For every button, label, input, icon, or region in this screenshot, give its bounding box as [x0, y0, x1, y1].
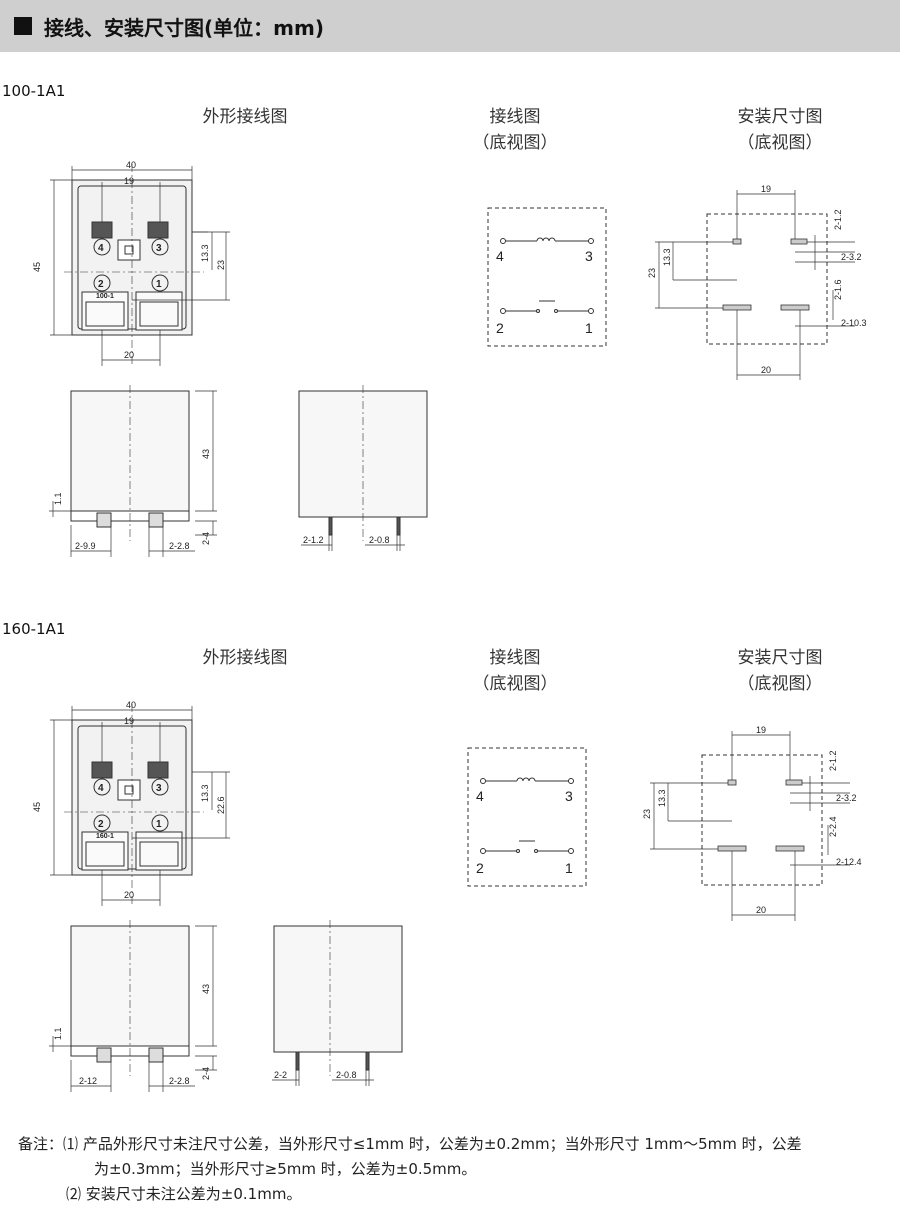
- mount-h-13-3: 13.3: [657, 789, 667, 807]
- model-label-160: 160-1A1: [2, 620, 66, 638]
- dim-13-3: 13.3: [200, 784, 210, 802]
- caption-mount-2: 安装尺寸图（底视图）: [737, 648, 823, 694]
- wiring-pin-2: 2: [476, 860, 484, 876]
- side-pin: 2-4: [201, 1067, 211, 1080]
- top-view-drawing-2: 40 19 45 13.3 22.6 20 160-1 4 3 2 1: [32, 700, 230, 906]
- mount-d4: 2-10.3: [841, 318, 867, 328]
- wiring-pin-1: 1: [565, 860, 573, 876]
- mount-span-bottom: 20: [756, 905, 766, 915]
- section-header: 接线、安装尺寸图(单位：mm): [0, 0, 900, 52]
- wiring-pin-4: 4: [496, 248, 504, 264]
- mount-d1: 2-1.2: [833, 209, 843, 230]
- mount-d4: 2-12.4: [836, 857, 862, 867]
- side-w2: 2-2.8: [169, 1076, 190, 1086]
- mount-h-13-3: 13.3: [662, 248, 672, 266]
- note-1: 备注：⑴ 产品外形尺寸未注尺寸公差，当外形尺寸≤1mm 时，公差为±0.2mm；…: [18, 1132, 898, 1157]
- side-w1: 2-12: [79, 1076, 97, 1086]
- terminal-4: 4: [98, 783, 104, 794]
- mount-diagram-2: 19 20 23 13.3 2-1.2 2-3.2 2-2.4 2-12.4: [642, 725, 862, 921]
- terminal-1: 1: [156, 279, 162, 290]
- note-2-line: 安装尺寸未注公差为±0.1mm。: [85, 1185, 302, 1203]
- dim-pin-span: 19: [124, 716, 134, 726]
- side-w4: 2-0.8: [369, 535, 390, 545]
- wiring-diagram-2: 4 3 2 1: [467, 747, 587, 887]
- dim-23: 23: [216, 260, 226, 270]
- dim-width: 40: [126, 700, 136, 710]
- side-view-front-1: 43 1.1 2-4 2-9.9 2-2.8: [49, 385, 217, 557]
- note-2-number: ⑵: [66, 1185, 82, 1203]
- side-height: 43: [201, 449, 211, 459]
- mount-span-top: 19: [761, 184, 771, 194]
- note-1-number: ⑴: [63, 1135, 79, 1153]
- side-w2: 2-2.8: [169, 541, 190, 551]
- caption-wiring-1: 接线图（底视图）: [472, 107, 558, 153]
- note-1-line-2: 为±0.3mm；当外形尺寸≥5mm 时，公差为±0.5mm。: [94, 1160, 477, 1178]
- side-base: 1.1: [53, 1027, 63, 1040]
- caption-wiring-2: 接线图（底视图）: [472, 648, 558, 694]
- model-label-100: 100-1A1: [2, 82, 66, 100]
- dim-22-6: 22.6: [216, 796, 226, 814]
- side-w4: 2-0.8: [336, 1070, 357, 1080]
- mount-d1: 2-1.2: [828, 750, 838, 771]
- black-square-icon: [14, 17, 32, 35]
- caption-mount-1: 安装尺寸图（底视图）: [737, 107, 823, 153]
- dim-pin-span: 19: [124, 176, 134, 186]
- mount-d3: 2-2.4: [828, 816, 838, 837]
- dim-bottom-span: 20: [124, 350, 134, 360]
- wiring-diagram-1: 4 3 2 1: [487, 207, 607, 347]
- side-view-front-2: 43 1.1 2-4 2-12 2-2.8: [49, 920, 217, 1092]
- dim-bottom-span: 20: [124, 890, 134, 900]
- mount-span-bottom: 20: [761, 365, 771, 375]
- mount-d3: 2-1.6: [833, 279, 843, 300]
- dim-height: 45: [32, 262, 42, 272]
- notes-block: 备注：⑴ 产品外形尺寸未注尺寸公差，当外形尺寸≤1mm 时，公差为±0.2mm；…: [18, 1132, 898, 1207]
- wiring-pin-2: 2: [496, 320, 504, 336]
- note-2: ⑵ 安装尺寸未注公差为±0.1mm。: [18, 1182, 898, 1207]
- terminal-2: 2: [98, 279, 104, 290]
- top-view-drawing-1: 40 19 45 13.3 23 20 100-1 4 3 2 1: [32, 160, 230, 366]
- side-base: 1.1: [53, 492, 63, 505]
- mount-diagram-1: 19 20 23 13.3 2-1.2 2-3.2 2-1.6 2-10.3: [647, 184, 867, 380]
- relay-mark: 100-1: [96, 293, 114, 300]
- mount-span-top: 19: [756, 725, 766, 735]
- caption-outline-1: 外形接线图: [202, 107, 288, 127]
- notes-label: 备注：: [18, 1135, 64, 1153]
- side-w3: 2-2: [274, 1070, 287, 1080]
- side-pin: 2-4: [201, 532, 211, 545]
- terminal-3: 3: [156, 783, 162, 794]
- side-height: 43: [201, 984, 211, 994]
- terminal-1: 1: [156, 819, 162, 830]
- terminal-2: 2: [98, 819, 104, 830]
- terminal-4: 4: [98, 243, 104, 254]
- dim-height: 45: [32, 802, 42, 812]
- wiring-pin-3: 3: [565, 788, 573, 804]
- relay-mark: 160-1: [96, 833, 114, 840]
- mount-h-23: 23: [642, 809, 652, 819]
- page-title: 接线、安装尺寸图(单位：mm): [44, 15, 324, 40]
- caption-outline-2: 外形接线图: [202, 648, 288, 668]
- wiring-pin-3: 3: [585, 248, 593, 264]
- mount-d2: 2-3.2: [841, 252, 862, 262]
- wiring-pin-1: 1: [585, 320, 593, 336]
- dim-13-3: 13.3: [200, 244, 210, 262]
- mount-h-23: 23: [647, 268, 657, 278]
- dim-width: 40: [126, 160, 136, 170]
- terminal-3: 3: [156, 243, 162, 254]
- note-1-line-1: 产品外形尺寸未注尺寸公差，当外形尺寸≤1mm 时，公差为±0.2mm；当外形尺寸…: [82, 1135, 802, 1153]
- side-view-right-1: 2-1.2 2-0.8: [298, 385, 428, 551]
- side-w3: 2-1.2: [303, 535, 324, 545]
- side-view-right-2: 2-2 2-0.8: [272, 920, 403, 1086]
- wiring-pin-4: 4: [476, 788, 484, 804]
- mount-d2: 2-3.2: [836, 793, 857, 803]
- side-w1: 2-9.9: [75, 541, 96, 551]
